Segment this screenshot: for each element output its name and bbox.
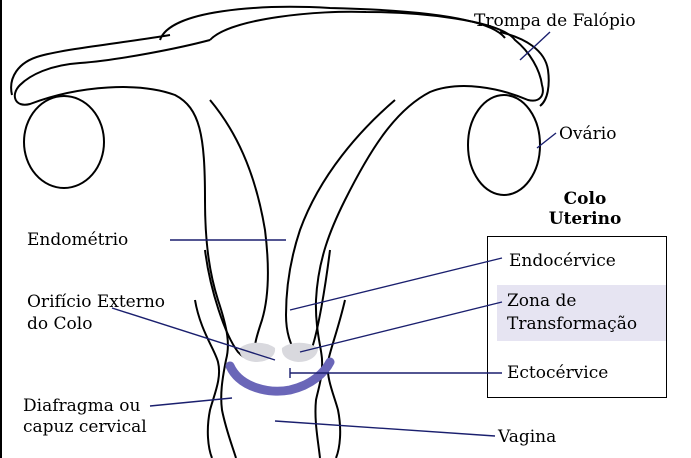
cervix-tissue-right — [282, 343, 318, 362]
label-fallopian-tube: Trompa de Falópio — [474, 10, 636, 32]
vaginal-wall-right — [328, 300, 345, 458]
leader-lines — [112, 32, 556, 436]
label-cervix-title-2: Uterino — [535, 208, 635, 230]
label-ectocervix: Ectocérvice — [507, 362, 608, 384]
label-transformation-zone-2: Transformação — [507, 313, 637, 335]
leader-transformation-zone — [300, 302, 502, 352]
label-external-os-2: do Colo — [27, 313, 92, 335]
cavity-left-wall — [210, 100, 268, 356]
left-ovary — [24, 96, 104, 188]
label-vagina: Vagina — [498, 426, 556, 448]
label-ovary: Ovário — [559, 123, 616, 145]
label-diaphragm-2: capuz cervical — [23, 416, 147, 438]
label-cervix-title-1: Colo — [535, 188, 635, 210]
label-endocervix: Endocérvice — [509, 250, 616, 272]
cervix-tissue-left — [240, 343, 275, 362]
leader-fallopian-tube — [520, 32, 550, 60]
label-diaphragm-1: Diafragma ou — [23, 395, 140, 417]
leader-external-os — [112, 308, 275, 360]
right-ovary — [468, 95, 540, 195]
label-transformation-zone-1: Zona de — [507, 290, 576, 312]
label-external-os-1: Orifício Externo — [27, 291, 165, 313]
vaginal-wall-left — [195, 300, 219, 458]
label-endometrium: Endométrio — [27, 229, 128, 251]
leader-diaphragm — [150, 398, 232, 406]
diaphragm-cap — [230, 362, 330, 391]
leader-vagina — [275, 421, 495, 436]
leader-endocervix — [290, 258, 502, 310]
left-tube-top — [11, 35, 170, 95]
